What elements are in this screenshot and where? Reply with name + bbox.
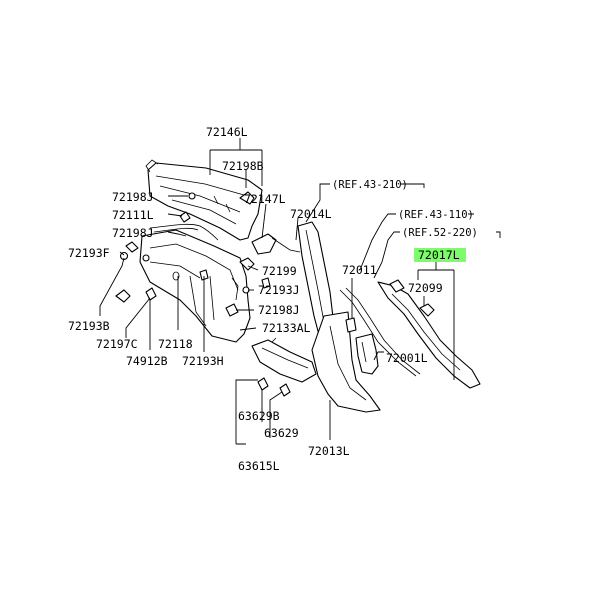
b-pillar-bracket — [251, 233, 301, 255]
ref-52-220: (REF.52-220) — [402, 227, 478, 239]
label-72193F: 72193F — [68, 246, 110, 260]
lower-quarter-trim — [139, 229, 251, 343]
upper-quarter-trim — [145, 159, 263, 241]
label-72198B: 72198B — [222, 159, 264, 173]
label-72011: 72011 — [342, 263, 377, 277]
ref-43-210: (REF.43-210) — [332, 179, 408, 191]
label-74912B: 74912B — [126, 354, 168, 368]
label-63629: 63629 — [264, 426, 299, 440]
label-72193B: 72193B — [68, 319, 110, 333]
fasteners-left — [115, 191, 271, 317]
reference-labels: (REF.43-210) (REF.43-110) (REF.52-220) — [332, 179, 478, 239]
wiring-cover — [149, 223, 219, 241]
roof-rail — [339, 287, 421, 377]
label-63615L: 63615L — [238, 459, 280, 473]
label-72146L: 72146L — [206, 125, 248, 139]
label-72133AL: 72133AL — [262, 321, 311, 335]
label-72193J: 72193J — [258, 283, 300, 297]
label-72111L: 72111L — [112, 208, 154, 222]
scuff-clips — [257, 377, 291, 397]
label-72199: 72199 — [262, 264, 297, 278]
label-72014L: 72014L — [290, 207, 332, 221]
highlight-72017L — [414, 248, 466, 262]
clip-72011 — [345, 317, 357, 333]
clip-72099 — [389, 279, 435, 317]
label-72099: 72099 — [408, 281, 443, 295]
label-72193H: 72193H — [182, 354, 224, 368]
label-72001L: 72001L — [386, 351, 428, 365]
label-72198J-top: 72198J — [112, 190, 154, 204]
center-pillar-lower-trim — [311, 311, 381, 413]
label-63629B: 63629B — [238, 409, 280, 423]
bracket-72001 — [355, 333, 379, 375]
label-72017L: 72017L — [418, 248, 460, 262]
label-72197C: 72197C — [96, 337, 138, 351]
rear-pillar-trim — [377, 281, 481, 389]
leader-lines — [99, 138, 501, 445]
label-72118: 72118 — [158, 337, 193, 351]
ref-43-110: (REF.43-110) — [398, 209, 474, 221]
part-labels: 72146L 72198B 72198J 72111L 72198J 72193… — [68, 125, 460, 473]
label-72198J-right: 72198J — [258, 303, 300, 317]
label-72147L: 72147L — [244, 192, 286, 206]
scuff-plate — [251, 337, 317, 383]
label-72198J-mid: 72198J — [112, 226, 154, 240]
label-72013L: 72013L — [308, 444, 350, 458]
